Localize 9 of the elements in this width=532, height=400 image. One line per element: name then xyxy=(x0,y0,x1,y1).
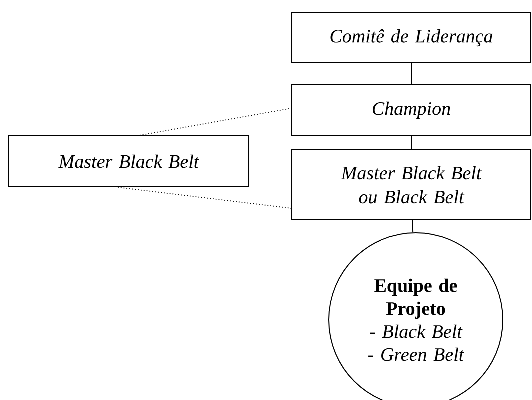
role-box: Comitê de Liderança xyxy=(292,12,532,64)
dotted-line xyxy=(118,187,292,209)
role-box: Champion xyxy=(292,84,532,136)
role-box: Master Black Belt xyxy=(8,136,250,188)
connector-line xyxy=(411,136,412,150)
role-box: Master Black Belt ou Black Belt xyxy=(292,150,532,220)
connector-line xyxy=(411,63,412,85)
connector-line xyxy=(412,220,414,234)
dotted-line xyxy=(140,108,292,136)
